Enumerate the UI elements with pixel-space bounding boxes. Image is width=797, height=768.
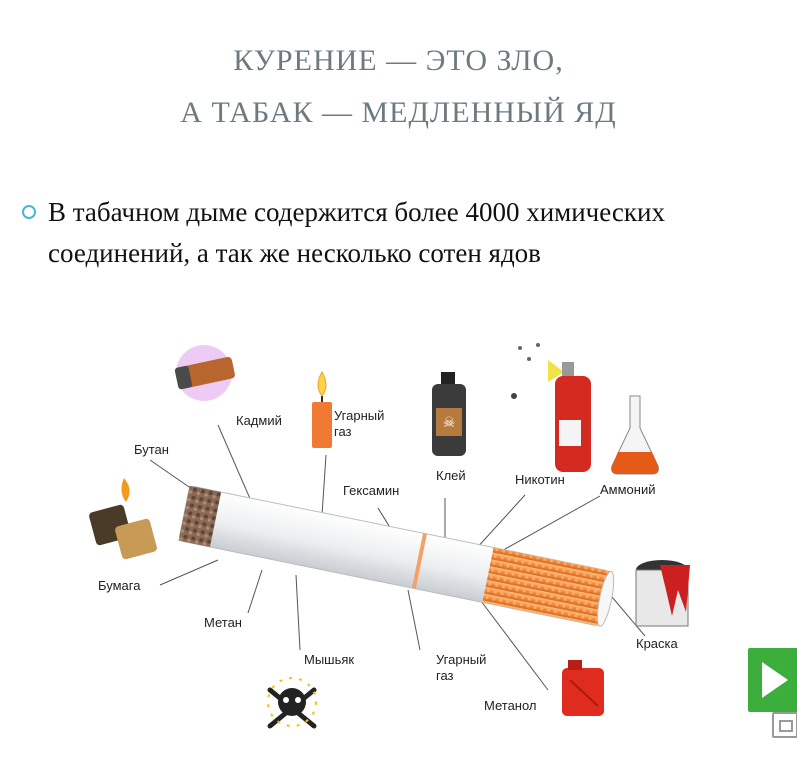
next-slide-icon — [762, 662, 788, 698]
label-ugarny-top-2: газ — [334, 424, 352, 439]
label-geksamin: Гексамин — [343, 483, 399, 498]
label-metan: Метан — [204, 615, 242, 630]
filter — [482, 547, 612, 627]
poison-bottle-icon: ☠ — [432, 372, 466, 456]
candle-icon — [312, 370, 332, 448]
bullet-item: В табачном дыме содержится более 4000 хи… — [22, 192, 792, 274]
label-ammoniy: Аммоний — [600, 482, 655, 497]
fuel-canister-icon — [562, 660, 604, 716]
label-butan: Бутан — [134, 442, 169, 457]
band — [411, 533, 427, 589]
cigarette — [178, 485, 615, 627]
bullet-marker — [22, 205, 36, 219]
label-myshyak: Мышьяк — [304, 652, 354, 667]
slide-overview-icon[interactable] — [772, 712, 797, 738]
svg-text:☠: ☠ — [443, 415, 456, 431]
label-bumaga: Бумага — [98, 578, 141, 593]
flask-icon — [611, 395, 659, 475]
label-kraska: Краска — [636, 636, 679, 651]
slide-title-line-2: А ТАБАК — МЕДЛЕННЫЙ ЯД — [180, 96, 617, 129]
label-kadmiy: Кадмий — [236, 413, 282, 428]
label-ugarny-bottom-1: Угарный — [436, 652, 486, 667]
battery-icon — [174, 345, 235, 401]
burning-tip — [178, 485, 222, 547]
skull-crossbones-icon — [267, 677, 317, 729]
paint-bucket-icon — [635, 560, 690, 627]
leader-lines — [149, 424, 646, 691]
spray-can-icon — [511, 343, 591, 472]
label-metanol: Метанол — [484, 698, 537, 713]
slide-title-line-1: КУРЕНИЕ — ЭТО ЗЛО, — [233, 44, 564, 77]
next-slide-button[interactable] — [748, 648, 797, 712]
lighter-icon — [89, 478, 157, 560]
label-ugarny-top-1: Угарный — [334, 408, 384, 423]
label-nikotin: Никотин — [515, 472, 565, 487]
label-kley: Клей — [436, 468, 466, 483]
label-ugarny-bottom-2: газ — [436, 668, 454, 683]
bullet-text: В табачном дыме содержится более 4000 хи… — [48, 197, 665, 268]
